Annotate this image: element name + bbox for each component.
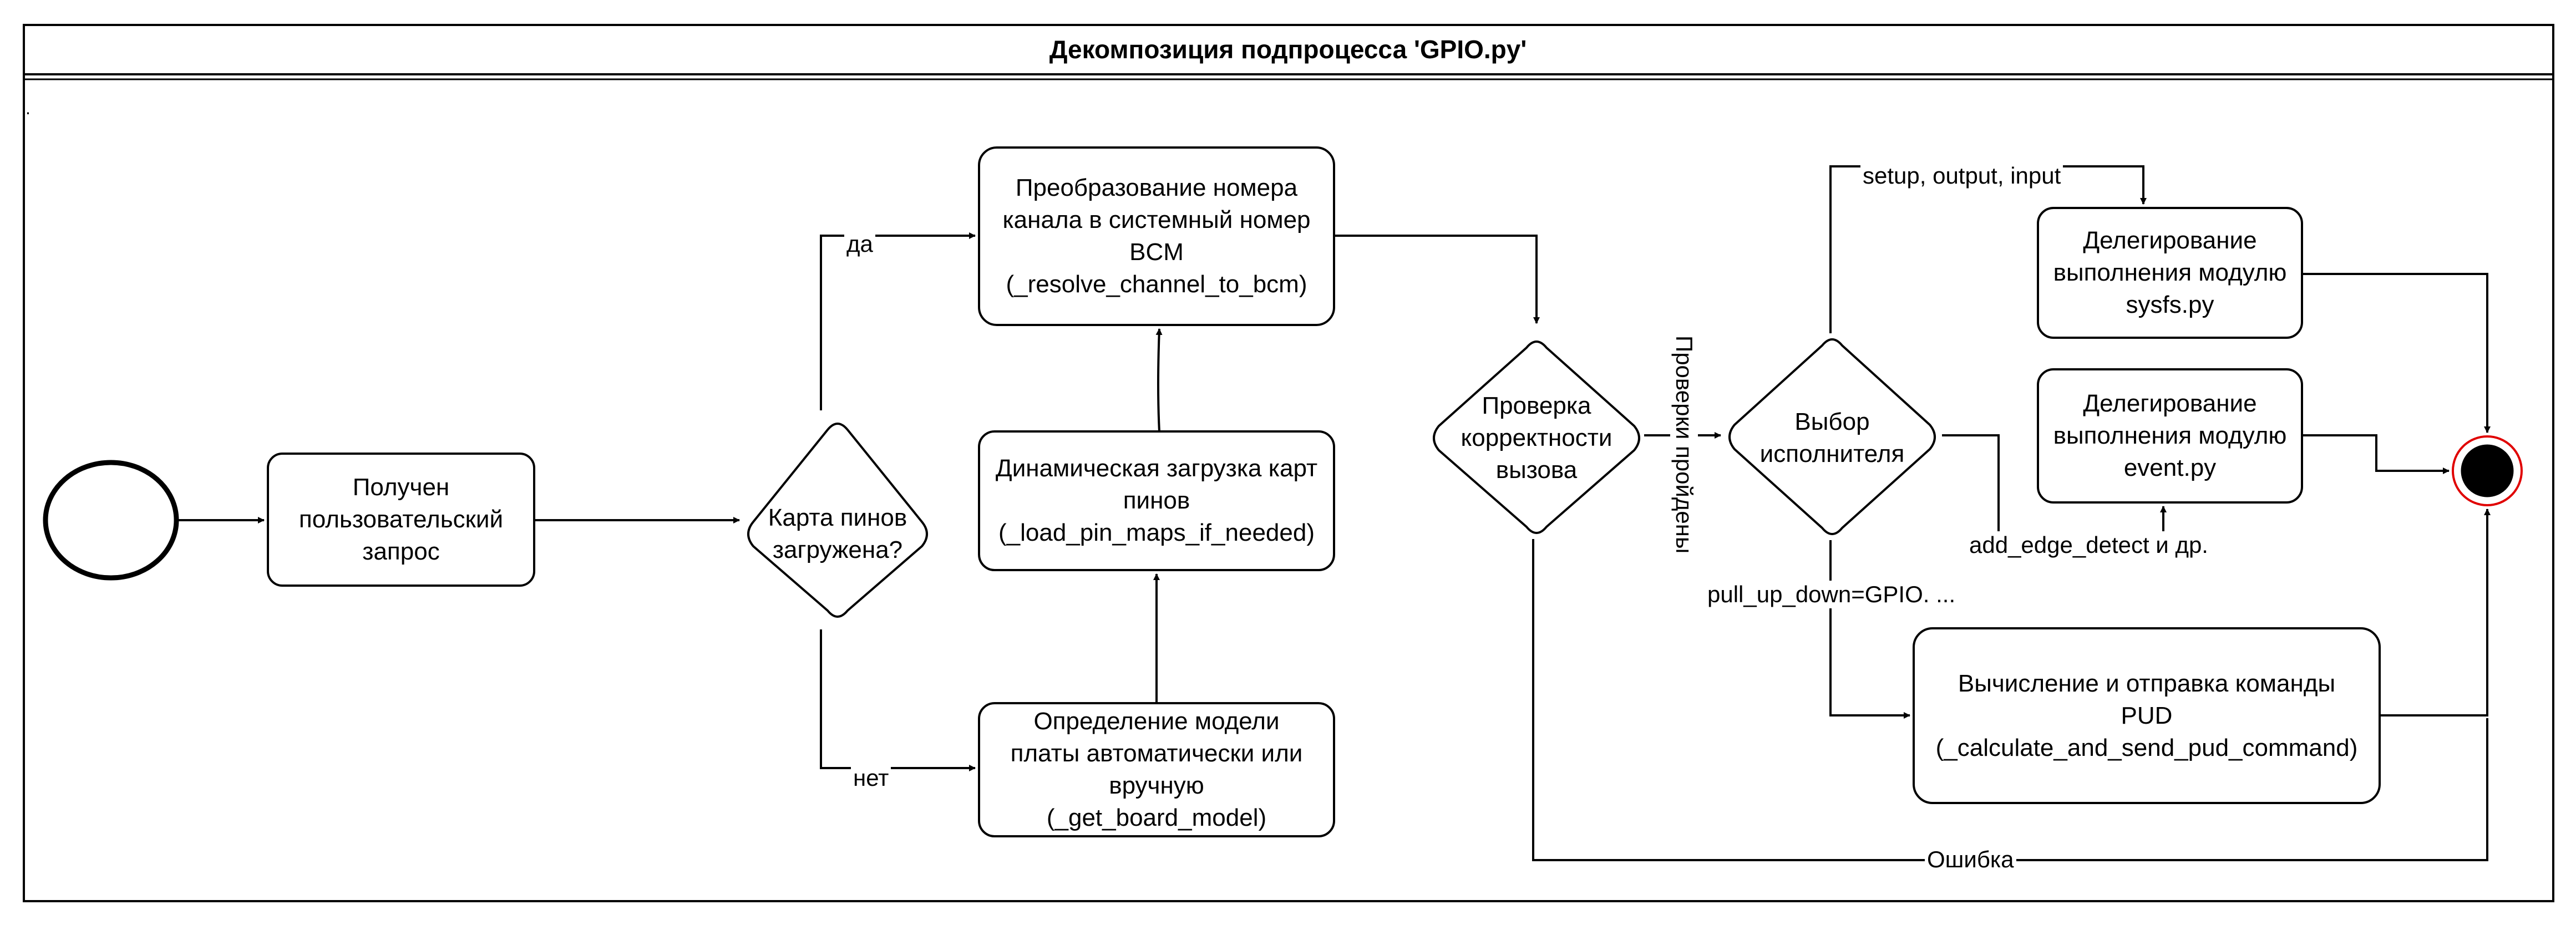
pud-command-text: Вычисление и отправка команды PUD (_calc… bbox=[1935, 669, 2358, 761]
delegate-sysfs-text: Делегирование выполнения модулю sysfs.py bbox=[2053, 227, 2287, 318]
pool-frame bbox=[23, 24, 2554, 902]
task-load-pin-maps bbox=[978, 430, 1335, 571]
label-pull-up-down: pull_up_down=GPIO. ... bbox=[1705, 581, 1958, 608]
edge-gateway-yes bbox=[820, 232, 976, 410]
gateway-check-call bbox=[1433, 340, 1640, 534]
edge-resolve-to-check bbox=[1334, 235, 1540, 324]
edge-sysfs-to-end bbox=[2302, 273, 2491, 433]
edge-to-pud bbox=[1829, 540, 1910, 719]
choose-executor-text: Выбор исполнителя bbox=[1759, 408, 1905, 467]
label-checks-passed: Проверки пройдены bbox=[1670, 336, 1698, 554]
resolve-channel-text: Преобразование номера канала в системный… bbox=[1002, 174, 1311, 298]
gateway-pin-map-loaded bbox=[747, 423, 928, 618]
edge-load-to-resolve bbox=[1155, 328, 1163, 432]
delegate-event-text: Делегирование выполнения модулю event.py bbox=[2053, 390, 2287, 481]
end-event-core bbox=[2461, 444, 2514, 497]
label-add-edge-detect: add_edge_detect и др. bbox=[1967, 531, 2210, 559]
edge-pud-to-end bbox=[2380, 509, 2491, 716]
pin-map-loaded-text: Карта пинов загружена? bbox=[768, 504, 907, 563]
board-model-text: Определение модели платы автоматически и… bbox=[1010, 708, 1303, 831]
check-call-text: Проверка корректности вызова bbox=[1461, 392, 1612, 484]
stray-mark: . bbox=[26, 98, 31, 118]
label-yes: да bbox=[844, 230, 875, 258]
load-pin-maps-text: Динамическая загрузка карт пинов (_load_… bbox=[995, 455, 1318, 546]
gateway-choose-executor bbox=[1728, 338, 1936, 535]
edge-event-to-end bbox=[2302, 434, 2450, 474]
label-error: Ошибка bbox=[1925, 846, 2016, 873]
label-setup-output-input: setup, output, input bbox=[1860, 162, 2063, 190]
diagram-title: Декомпозиция подпроцесса 'GPIO.py' bbox=[1049, 35, 1527, 64]
label-no: нет bbox=[851, 764, 891, 792]
edge-gateway-no bbox=[820, 629, 976, 771]
start-event bbox=[43, 460, 179, 581]
received-request-text: Получен пользовательский запрос bbox=[298, 474, 504, 565]
